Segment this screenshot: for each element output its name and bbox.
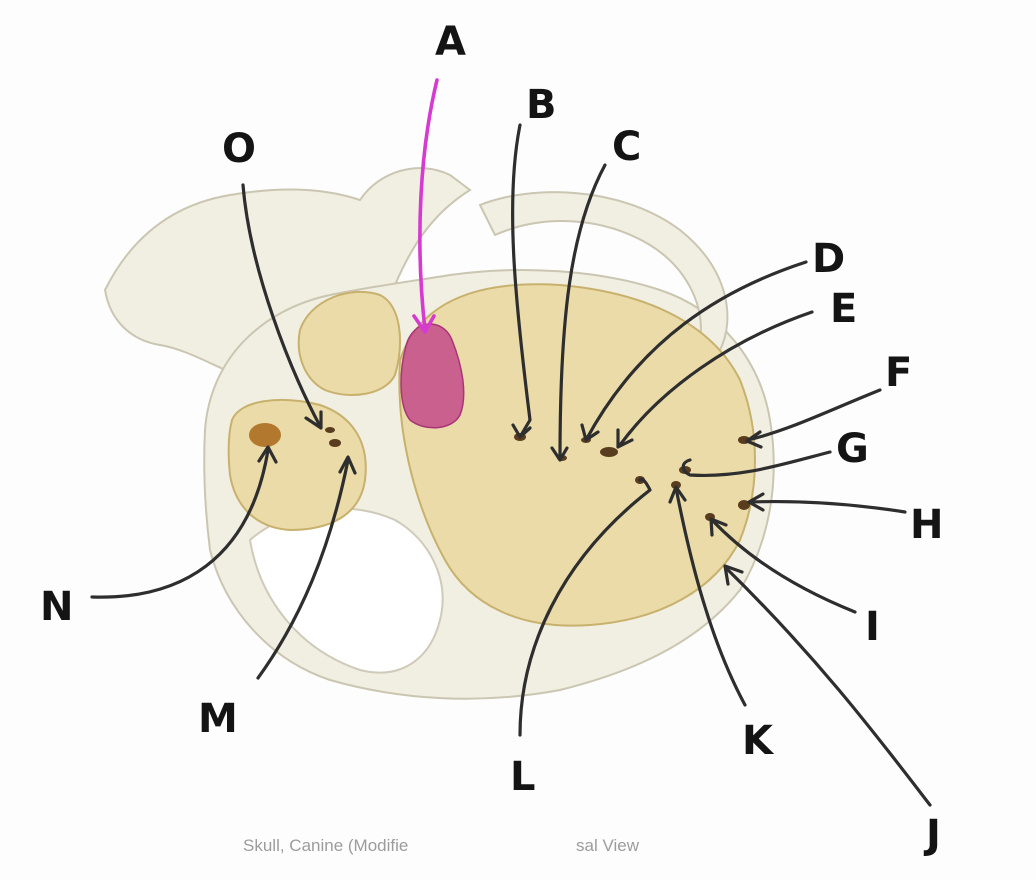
label-l: L — [510, 754, 536, 800]
foramen-o — [325, 427, 335, 433]
arrow-e — [618, 310, 814, 447]
letter-labels: A B C D E F G H I J K L M N O — [40, 19, 943, 858]
arrow-j-head — [723, 564, 744, 586]
arrow-d-head — [580, 423, 600, 442]
arrow-l — [518, 477, 652, 737]
arrow-a-head — [412, 314, 436, 334]
foramen-n — [249, 423, 281, 447]
highlighted-region — [400, 323, 465, 429]
arrow-c — [558, 163, 607, 460]
arrow-n — [90, 448, 270, 599]
label-n: N — [40, 584, 73, 630]
label-d: D — [812, 236, 845, 282]
arrow-j — [724, 566, 932, 807]
foramen-m — [329, 439, 341, 447]
caption-left: Skull, Canine (Modifie — [243, 836, 408, 855]
arrow-d — [584, 260, 808, 442]
arrow-e-head — [616, 428, 634, 449]
arrow-c-head — [550, 446, 569, 462]
arrow-h — [748, 499, 907, 514]
arrow-o-head — [304, 410, 323, 430]
caption-right: sal View — [576, 836, 640, 855]
label-k: K — [742, 718, 775, 764]
label-o: O — [222, 126, 256, 172]
label-i: I — [865, 604, 880, 650]
arrow-f-head — [745, 430, 763, 449]
label-a: A — [435, 19, 466, 65]
arrow-b-head — [511, 423, 532, 439]
label-e: E — [830, 286, 857, 332]
arrow-b — [510, 123, 532, 439]
arrow-g — [681, 450, 832, 478]
skull-rostral-part — [103, 167, 472, 382]
arrow-o — [241, 183, 322, 428]
arrow-a — [418, 78, 439, 332]
arrow-i — [710, 518, 857, 614]
foramen-e — [600, 447, 618, 457]
arrow-n-head — [257, 445, 278, 464]
arrow-h-head — [747, 492, 765, 512]
skull-illustration — [103, 167, 775, 700]
label-m: M — [198, 696, 238, 742]
arrow-i-head — [709, 517, 728, 537]
label-g: G — [836, 426, 869, 472]
label-c: C — [612, 124, 641, 170]
foramen-k — [671, 481, 681, 489]
label-b: B — [526, 82, 557, 128]
pointer-arrows — [90, 78, 932, 807]
arrow-f — [746, 388, 882, 442]
arrow-k — [674, 486, 747, 707]
arrow-m — [256, 458, 350, 680]
label-j: J — [923, 812, 941, 858]
cranial-cavity — [398, 283, 756, 627]
arrow-k-head — [668, 485, 687, 504]
label-f: F — [885, 350, 912, 396]
frontal-sinus-chamber — [297, 290, 401, 396]
label-h: H — [910, 502, 943, 548]
foramen-h — [738, 500, 750, 510]
arrow-m-head — [338, 455, 357, 475]
